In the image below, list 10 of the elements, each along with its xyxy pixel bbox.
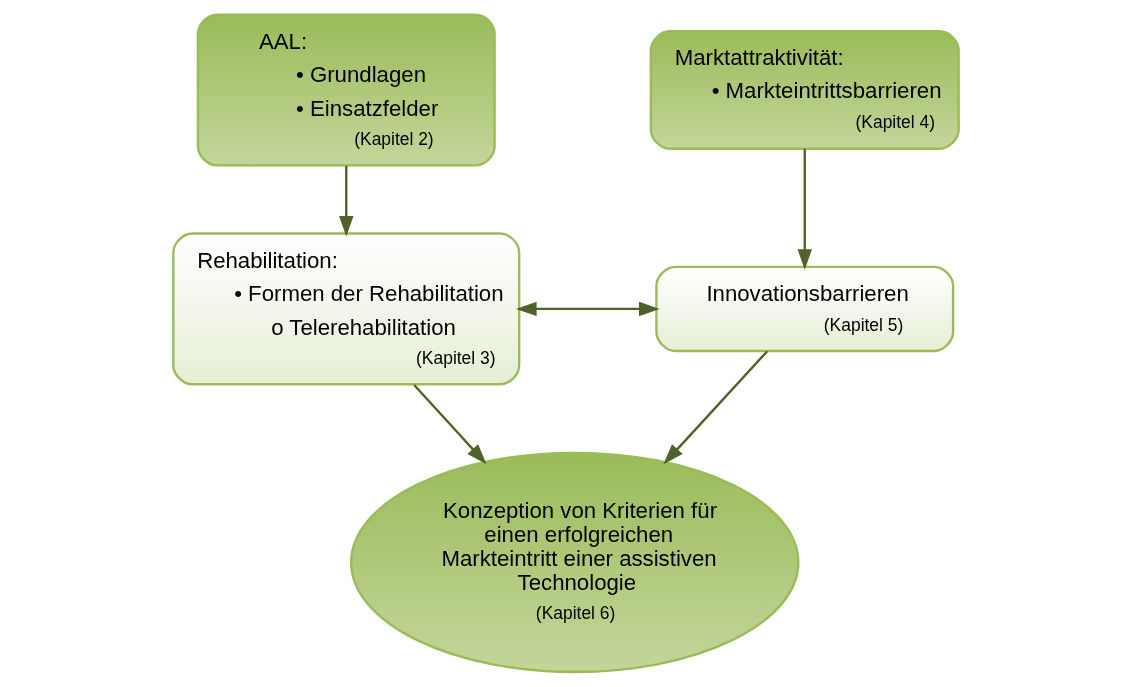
- node-box: Innovationsbarrieren (Kapitel 5): [654, 265, 954, 353]
- node-box: Marktattraktivität: • Markteintrittsbarrieren (Kapitel 4): [649, 30, 960, 150]
- arrow: [338, 165, 353, 237]
- node-box: AAL: • Grundlagen • Einsatzfelder (Kapitel 2): [196, 13, 496, 167]
- arrow: [662, 350, 768, 465]
- node-ellipse: Konzeption von Kriterien für einen erfolgreichen Markteintritt einer assistiven Technologie (Kapitel 6): [349, 451, 799, 674]
- node-box: Rehabilitation: • Formen der Rehabilitation o Telerehabilitation (Kapitel 3): [171, 232, 520, 386]
- arrow: [515, 301, 660, 317]
- arrow: [412, 384, 487, 465]
- arrow: [797, 148, 812, 270]
